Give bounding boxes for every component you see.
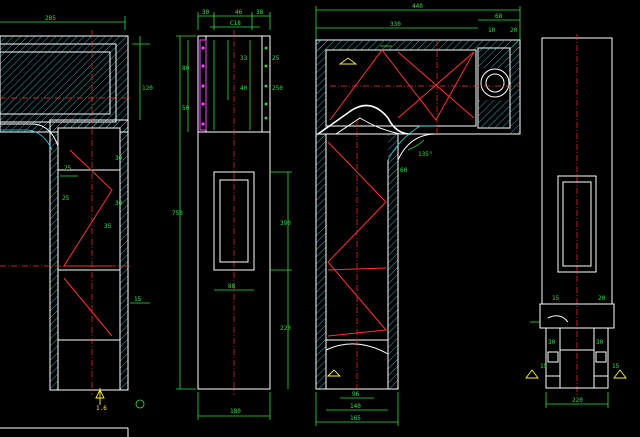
dim-38: 38 [256,9,264,16]
dim-bottom-1-6: 1.6 [96,405,107,412]
svg-text:15: 15 [540,363,548,370]
dim-88: 88 [228,283,236,290]
svg-text:390: 390 [280,220,291,227]
svg-text:50: 50 [182,105,190,112]
dim-96: 96 [352,391,360,398]
dim-10: 10 [488,27,496,34]
view-side-elevation: 15 20 30 30 15 15 220 [525,34,627,408]
dim-68: 68 [495,13,503,20]
svg-text:120: 120 [142,85,153,92]
svg-text:30: 30 [115,155,123,162]
svg-text:250: 250 [272,85,283,92]
dim-220: 220 [280,325,291,332]
dim-440: 440 [412,3,423,10]
svg-text:30: 30 [548,339,556,346]
svg-text:60: 60 [400,167,408,174]
svg-text:40: 40 [240,85,248,92]
svg-text:30: 30 [596,339,604,346]
dim-20: 20 [510,27,518,34]
svg-text:25: 25 [62,195,70,202]
dim-750: 750 [172,210,183,217]
svg-text:25: 25 [64,165,72,172]
dim-15: 15 [552,295,560,302]
dim-165: 165 [350,415,361,422]
dim-220-side: 220 [572,397,583,404]
angle-135: 135° [418,151,432,158]
dim-46: 46 [235,9,243,16]
view-front-elevation: 30 46 38 C18 33 40 25 250 88 [172,9,292,420]
dim-top-285: 285 [45,15,56,22]
svg-text:15: 15 [134,296,142,303]
dim-180: 180 [230,408,241,415]
dim-20-side: 20 [598,295,606,302]
svg-text:15: 15 [612,363,620,370]
svg-text:30: 30 [115,200,123,207]
svg-text:80: 80 [182,65,190,72]
svg-text:35: 35 [104,223,112,230]
svg-text:25: 25 [272,55,280,62]
dim-30: 30 [202,9,210,16]
svg-text:33: 33 [240,55,248,62]
dim-140: 140 [350,403,361,410]
dim-330: 330 [390,21,401,28]
view-left-section: 285 120 30 30 15 25 25 35 1.6 [0,15,153,437]
view-main-section: 440 330 68 10 20 [315,3,521,426]
dim-c18: C18 [230,20,241,27]
